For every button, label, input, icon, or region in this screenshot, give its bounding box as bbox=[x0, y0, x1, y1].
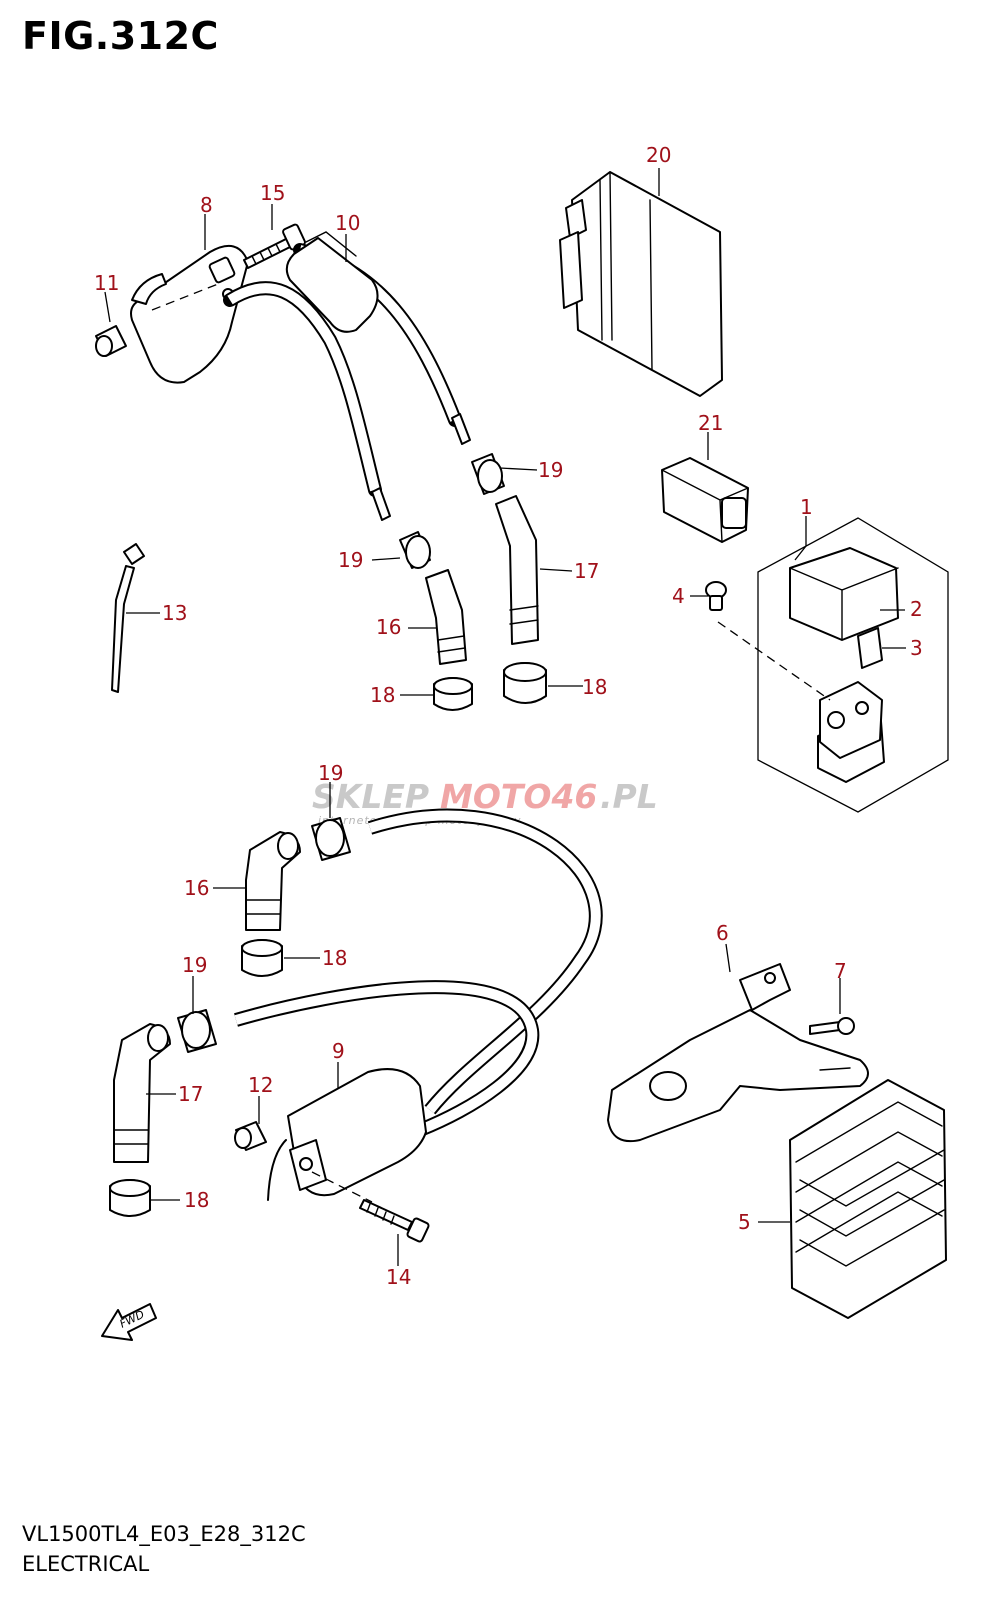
part-7-screw bbox=[809, 1017, 855, 1035]
part-13-cable-tie bbox=[111, 543, 145, 693]
callout-10: 10 bbox=[335, 211, 360, 235]
part-11-spacer bbox=[95, 325, 127, 357]
part-17-plug-cap-lower bbox=[113, 1023, 171, 1163]
callout-19-upper-left: 19 bbox=[338, 548, 363, 572]
footer-model-code: VL1500TL4_E03_E28_312C bbox=[22, 1522, 306, 1546]
watermark-brand-part3: .PL bbox=[600, 777, 658, 816]
part-21-relay bbox=[661, 457, 749, 543]
part-4-screw bbox=[705, 581, 727, 611]
part-17-plug-cap-upper bbox=[495, 495, 539, 645]
callout-14: 14 bbox=[386, 1265, 411, 1289]
callout-8: 8 bbox=[200, 193, 213, 217]
part-14-bolt bbox=[359, 1199, 430, 1243]
part-1-starter-relay bbox=[817, 681, 885, 783]
leader-lines bbox=[104, 168, 906, 1266]
part-18-cap-seal-lower-lower bbox=[109, 1179, 151, 1217]
watermark-brand-part1: SKLEP bbox=[312, 777, 429, 816]
part-16-plug-cap-lower bbox=[245, 831, 301, 931]
callout-20: 20 bbox=[646, 143, 671, 167]
part-19-seal-upper-left bbox=[399, 531, 431, 569]
part-10-coil-with-leads bbox=[223, 231, 471, 521]
part-18-cap-seal-upper-left bbox=[433, 677, 473, 711]
callout-16-upper: 16 bbox=[376, 615, 401, 639]
callout-4: 4 bbox=[672, 584, 685, 608]
callout-15: 15 bbox=[260, 181, 285, 205]
part-9-high-tension-leads bbox=[234, 808, 603, 1137]
callout-3: 3 bbox=[910, 636, 923, 660]
callout-13: 13 bbox=[162, 601, 187, 625]
callout-21: 21 bbox=[698, 411, 723, 435]
part-8-ignition-coil-upper bbox=[130, 244, 249, 384]
part-18-cap-seal-upper-right bbox=[503, 662, 547, 704]
starter-relay-group-box bbox=[757, 517, 949, 813]
callout-6: 6 bbox=[716, 921, 729, 945]
callout-7: 7 bbox=[834, 959, 847, 983]
part-3-fuse bbox=[857, 627, 883, 669]
callout-17-upper: 17 bbox=[574, 559, 599, 583]
part-19-seal-upper-right bbox=[471, 453, 505, 495]
part-5-regulator-rectifier bbox=[789, 1079, 947, 1319]
callouts: 20 8 15 10 11 21 19 1 19 17 4 2 13 16 3 … bbox=[94, 143, 923, 1289]
part-20-ecm bbox=[559, 171, 723, 397]
callout-12: 12 bbox=[248, 1073, 273, 1097]
part-2-relay-cover bbox=[789, 547, 899, 641]
callout-18-upper-right: 18 bbox=[582, 675, 607, 699]
part-12-spacer bbox=[234, 1121, 267, 1151]
callout-19-lower-upper: 19 bbox=[318, 761, 343, 785]
fwd-arrow-icon: FWD bbox=[101, 1303, 157, 1341]
callout-19-upper-right: 19 bbox=[538, 458, 563, 482]
callout-9: 9 bbox=[332, 1039, 345, 1063]
part-19-seal-lower-lower bbox=[177, 1009, 217, 1053]
part-18-cap-seal-lower-upper bbox=[241, 939, 283, 977]
callout-16-lower: 16 bbox=[184, 876, 209, 900]
callout-2: 2 bbox=[910, 597, 923, 621]
part-9-ignition-coil-lower bbox=[267, 1068, 427, 1203]
callout-18-lower-upper: 18 bbox=[322, 946, 347, 970]
figure-title: FIG.312C bbox=[22, 14, 219, 58]
part-6-bracket bbox=[607, 963, 869, 1142]
callout-17-lower: 17 bbox=[178, 1082, 203, 1106]
screw-alignment-line bbox=[717, 621, 831, 701]
callout-11: 11 bbox=[94, 271, 119, 295]
footer-section-title: ELECTRICAL bbox=[22, 1552, 150, 1576]
callout-19-lower-lower: 19 bbox=[182, 953, 207, 977]
callout-18-upper-left: 18 bbox=[370, 683, 395, 707]
callout-18-lower-lower: 18 bbox=[184, 1188, 209, 1212]
callout-1: 1 bbox=[800, 495, 813, 519]
callout-5: 5 bbox=[738, 1210, 751, 1234]
part-19-seal-lower-upper bbox=[311, 817, 351, 861]
part-16-plug-cap-upper bbox=[425, 569, 467, 665]
